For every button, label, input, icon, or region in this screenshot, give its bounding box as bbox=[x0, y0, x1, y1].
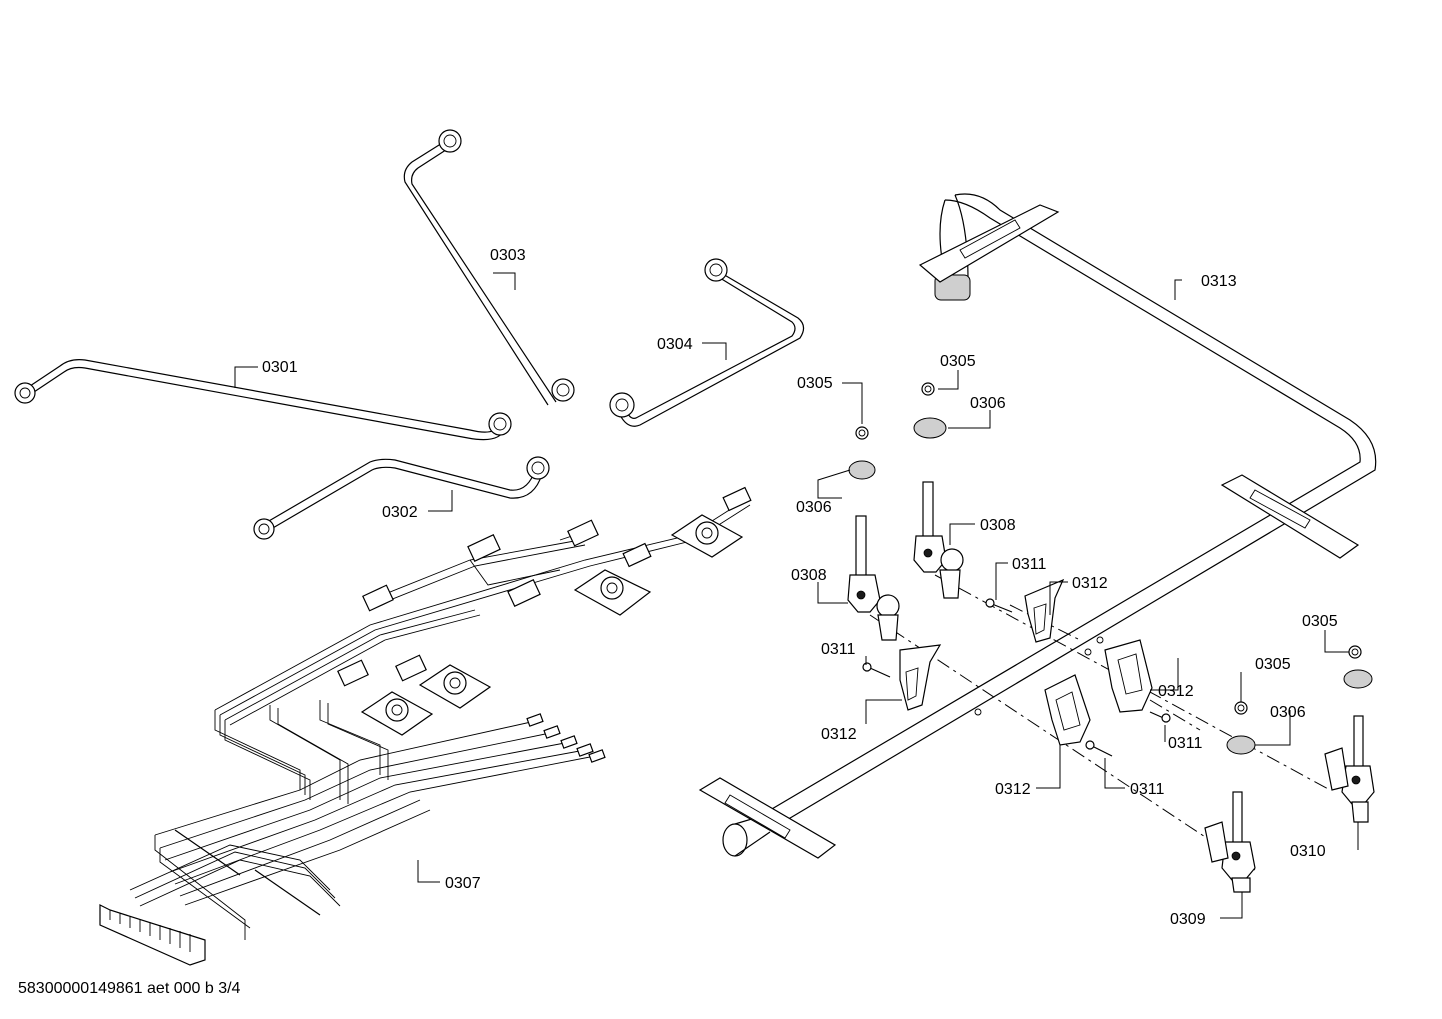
gas-manifold-0313 bbox=[698, 193, 1377, 859]
label-0305-c: 0305 bbox=[1302, 613, 1338, 630]
gas-pipe-0302 bbox=[253, 456, 550, 540]
label-0312-d: 0312 bbox=[995, 781, 1031, 798]
label-0311-c: 0311 bbox=[1168, 735, 1203, 752]
clip-0312-b bbox=[1024, 578, 1065, 643]
wiring-harness-0307 bbox=[99, 486, 752, 966]
seal-ring-0305-a bbox=[855, 426, 869, 440]
gas-valve-0310 bbox=[1324, 715, 1375, 823]
document-id: 58300000149861 aet 000 b 3/4 bbox=[18, 980, 241, 997]
label-0303: 0303 bbox=[490, 247, 526, 264]
label-0307: 0307 bbox=[445, 875, 481, 892]
label-0304: 0304 bbox=[657, 336, 693, 353]
label-0302: 0302 bbox=[382, 504, 418, 521]
label-0309: 0309 bbox=[1170, 911, 1206, 928]
label-0308-b: 0308 bbox=[791, 567, 827, 584]
label-0312-a: 0312 bbox=[1072, 575, 1108, 592]
part-labels: 0301 0302 0303 0304 0305 0305 0305 0305 … bbox=[262, 247, 1338, 928]
gas-valve-0308-left bbox=[847, 515, 900, 641]
label-0301: 0301 bbox=[262, 359, 298, 376]
gas-pipe-0304 bbox=[609, 258, 805, 427]
label-0312-c: 0312 bbox=[821, 726, 857, 743]
label-0306-c: 0306 bbox=[1270, 704, 1306, 721]
switch-module-a bbox=[573, 569, 652, 616]
label-0311-d: 0311 bbox=[1130, 781, 1165, 798]
label-0311-a: 0311 bbox=[1012, 556, 1047, 573]
screw-0311-a bbox=[862, 662, 891, 678]
washer-0306-d bbox=[1226, 735, 1256, 755]
seal-ring-0305-b bbox=[921, 382, 935, 396]
washer-0306-c bbox=[1343, 669, 1373, 689]
label-0305-d: 0305 bbox=[1255, 656, 1291, 673]
washer-0306-b bbox=[913, 417, 947, 439]
label-0311-b: 0311 bbox=[821, 641, 856, 658]
label-0310: 0310 bbox=[1290, 843, 1326, 860]
gas-pipe-0303 bbox=[403, 129, 575, 406]
washer-0306-a bbox=[848, 460, 876, 480]
switch-module-c bbox=[418, 664, 492, 709]
gas-valve-0309 bbox=[1204, 791, 1256, 893]
label-0306-b: 0306 bbox=[796, 499, 832, 516]
clip-0312-d bbox=[1104, 639, 1153, 713]
leader-lines bbox=[234, 272, 1359, 919]
label-0305-b: 0305 bbox=[940, 353, 976, 370]
gas-pipe-0301 bbox=[14, 359, 512, 441]
screw-0311-b bbox=[985, 598, 1013, 613]
label-0305-a: 0305 bbox=[797, 375, 833, 392]
label-0308-a: 0308 bbox=[980, 517, 1016, 534]
label-0312-b: 0312 bbox=[1158, 683, 1194, 700]
seal-ring-0305-d bbox=[1234, 701, 1248, 715]
screw-0311-d bbox=[1149, 711, 1171, 723]
seal-ring-0305-c bbox=[1348, 645, 1362, 659]
switch-module-d bbox=[360, 691, 434, 736]
clip-0312-c bbox=[1044, 674, 1091, 746]
label-0313: 0313 bbox=[1201, 273, 1237, 290]
screw-0311-c bbox=[1085, 740, 1113, 757]
gas-valve-0308-right bbox=[913, 481, 964, 599]
switch-module-b bbox=[670, 514, 744, 558]
clip-0312-a bbox=[899, 644, 942, 711]
assembly-lines bbox=[869, 574, 1331, 871]
label-0306-a: 0306 bbox=[970, 395, 1006, 412]
